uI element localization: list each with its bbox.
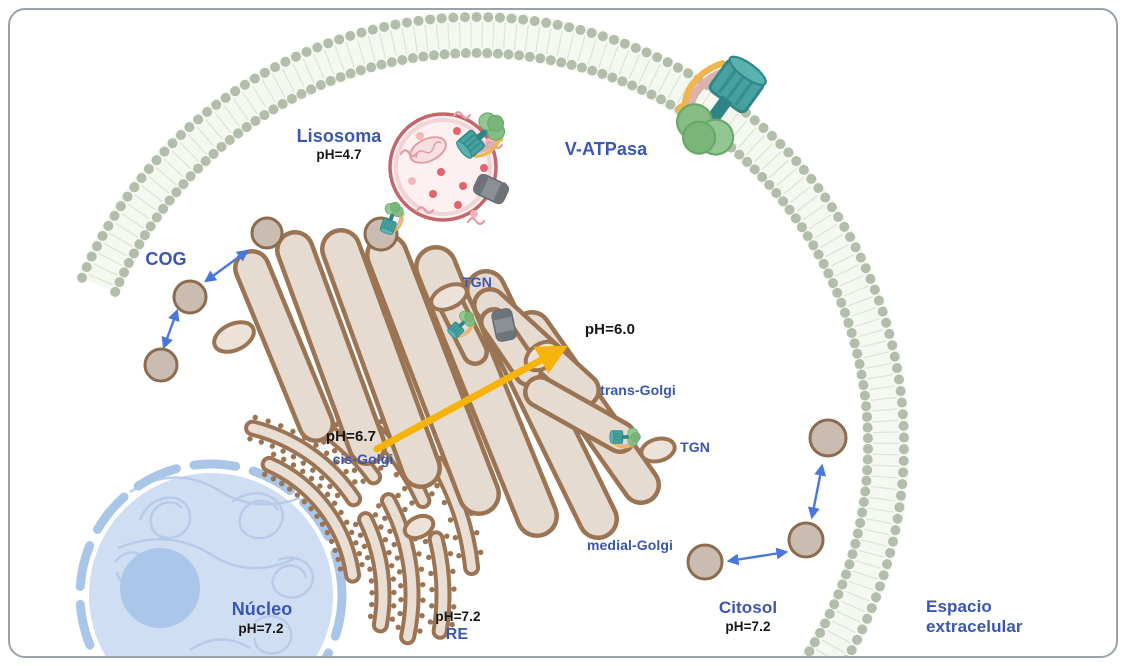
label-medial-golgi: medial-Golgi <box>587 537 673 553</box>
label-nucleo-ph: pH=7.2 <box>238 621 284 636</box>
label-v-atpasa: V-ATPasa <box>564 139 648 159</box>
label-tgn-right: TGN <box>680 439 710 455</box>
label-cis-golgi: cis-Golgi <box>332 451 394 467</box>
nucleus <box>75 459 347 656</box>
label-trans-golgi: trans-Golgi <box>600 382 676 398</box>
label-ph-cis: pH=6.7 <box>325 428 377 445</box>
label-ph-trans: pH=6.0 <box>584 321 636 338</box>
label-cog: COG <box>145 249 187 269</box>
label-tgn-top: TGN <box>462 274 492 290</box>
ph-gradient-arrow <box>373 345 569 453</box>
transport-double-arrows <box>161 249 827 566</box>
transport-vesicles <box>143 216 848 581</box>
label-lisosoma: Lisosoma <box>296 126 382 146</box>
nucleolus <box>120 548 200 628</box>
label-re-ph: pH=7.2 <box>435 609 481 624</box>
label-nucleo: Núcleo <box>231 599 293 619</box>
figure-frame <box>8 8 1118 658</box>
label-citosol: Citosol <box>718 598 778 617</box>
nuclear-envelope <box>75 459 347 656</box>
label-lisosoma-ph: pH=4.7 <box>316 147 362 162</box>
label-citosol-ph: pH=7.2 <box>725 619 771 634</box>
plasma-membrane <box>77 12 909 656</box>
label-espacio-extracelular: Espacio extracelular <box>926 597 1023 636</box>
label-re: RE <box>445 626 469 643</box>
degraded-mitochondrion <box>409 136 447 164</box>
